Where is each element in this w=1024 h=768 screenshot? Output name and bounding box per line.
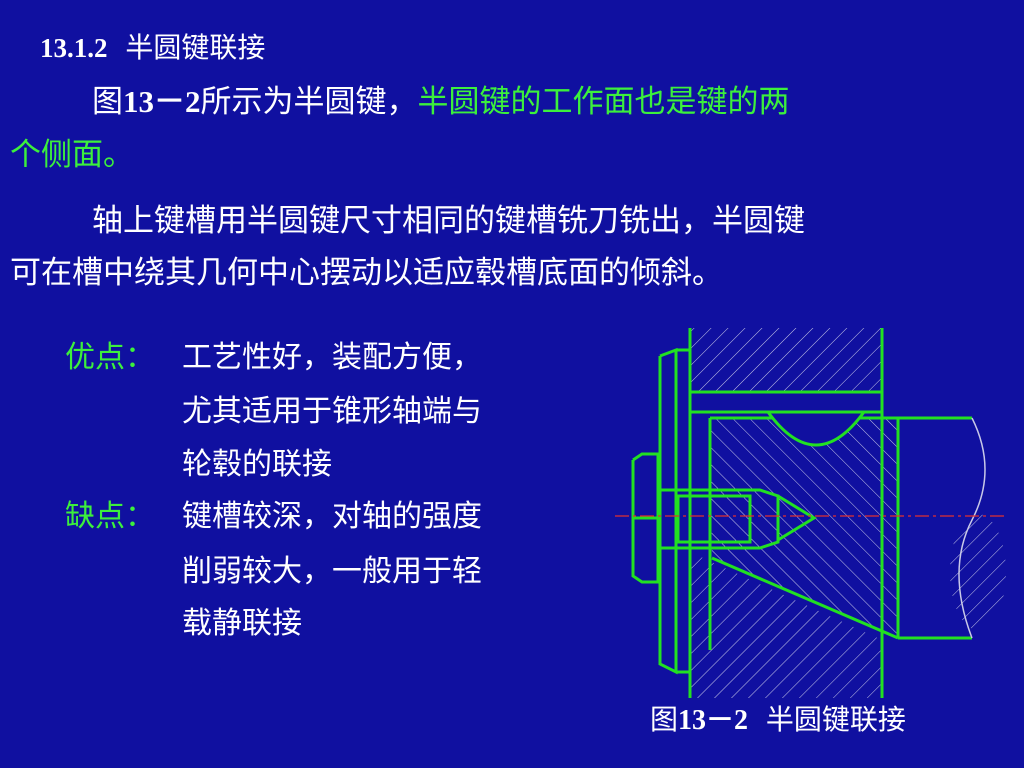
advantages-line: 尤其适用于锥形轴端与 bbox=[182, 394, 482, 429]
shaft-end bbox=[950, 514, 1006, 630]
section-title: 半圆键联接 bbox=[125, 31, 266, 64]
section-number: 13.1.2 bbox=[40, 33, 108, 63]
paragraph-2-line-2: 可在槽中绕其几何中心摆动以适应毂槽底面的倾斜。 bbox=[10, 255, 723, 291]
disadvantages-line: 载静联接 bbox=[182, 606, 302, 641]
section-heading: 13.1.2 半圆键联接 bbox=[40, 34, 265, 62]
disadvantages-line: 键槽较深，对轴的强度 bbox=[182, 499, 482, 534]
paragraph-2-line-1: 轴上键槽用半圆键尺寸相同的键槽铣刀铣出，半圆键 bbox=[92, 203, 805, 239]
shaft-break-line bbox=[958, 417, 986, 639]
shaft-section bbox=[710, 418, 898, 638]
woodruff-key-joint-drawing bbox=[615, 328, 1006, 698]
highlight-text: 半圆键的工作面也是键的两 bbox=[417, 84, 790, 120]
advantages-label: 优点： bbox=[65, 340, 155, 375]
hub-lower-section bbox=[690, 552, 882, 698]
disadvantages-line: 削弱较大，一般用于轻 bbox=[182, 554, 482, 589]
paragraph-1-line-1: 图13－2所示为半圆键，半圆键的工作面也是键的两 bbox=[92, 84, 790, 120]
figure-caption: 图13－2 半圆键联接 bbox=[650, 703, 906, 736]
paragraph-1-line-2: 个侧面。 bbox=[10, 137, 134, 173]
advantages-line: 工艺性好，装配方便， bbox=[182, 340, 482, 375]
advantages-line: 轮毂的联接 bbox=[182, 447, 332, 482]
disadvantages-label: 缺点： bbox=[65, 499, 155, 534]
hub-upper-section bbox=[690, 328, 882, 392]
woodruff-key bbox=[765, 410, 867, 447]
